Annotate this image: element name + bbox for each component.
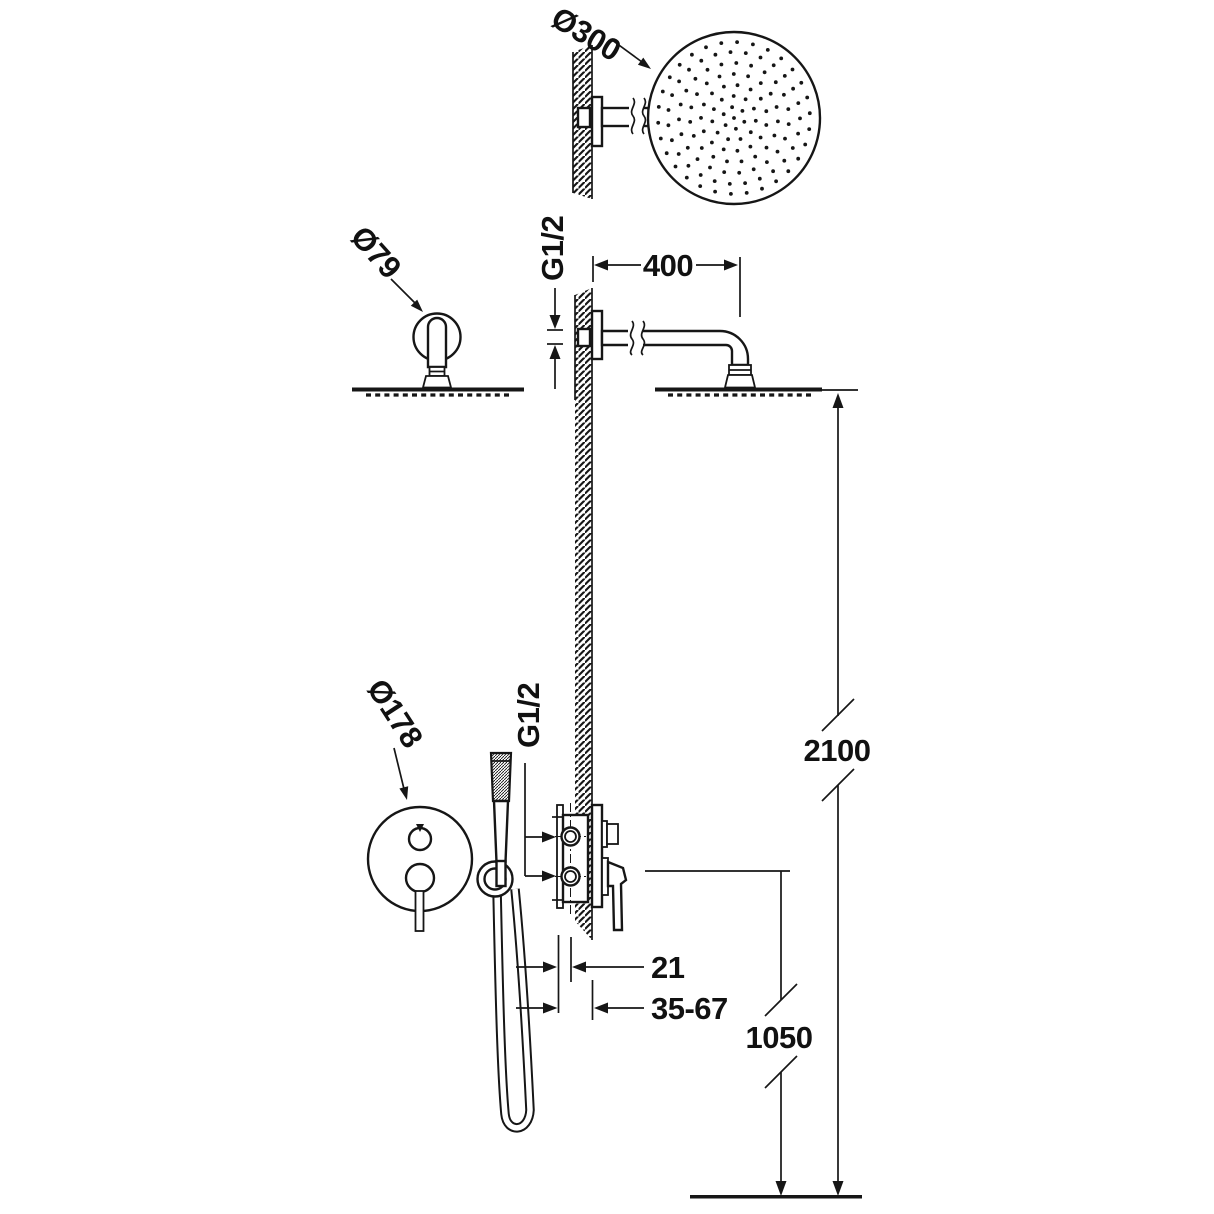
- dim-mixer-thread: G1/2: [511, 683, 556, 882]
- leader-arrow-icon: [399, 786, 409, 800]
- label-plate-depth: 21: [651, 950, 685, 985]
- break-slash-icon: [821, 698, 855, 732]
- mixer-lever-front: [414, 890, 425, 932]
- trim-plate-side: [590, 803, 604, 909]
- dim-depths: 21 35-67: [516, 935, 728, 1026]
- head-connector: [723, 374, 757, 389]
- label-head-height: 2100: [804, 733, 871, 768]
- break-wave-icon: [629, 320, 635, 356]
- dim-arrow-icon: [572, 961, 586, 973]
- spray-nozzle-dots: [656, 40, 812, 196]
- diverter-knob-side: [606, 823, 619, 845]
- dim-arrow-icon: [832, 393, 844, 408]
- dim-arrow-icon: [775, 1181, 787, 1196]
- floor-line: [690, 1195, 862, 1199]
- dim-arrow-icon: [543, 961, 557, 973]
- dim-arrow-icon: [724, 259, 738, 271]
- arm-front-view: Ø79: [344, 219, 524, 397]
- arm-side-view: [576, 309, 822, 397]
- dim-arrow-icon: [549, 315, 561, 329]
- label-arm-length: 400: [643, 248, 693, 283]
- dim-mixer-height: 1050: [645, 870, 862, 1199]
- pipe-break-gap: [629, 102, 644, 132]
- dim-arrow-icon: [543, 1002, 558, 1014]
- break-wave-icon: [640, 320, 646, 356]
- head-connector: [421, 375, 453, 389]
- label-rough-in-depth-range: 35-67: [651, 991, 728, 1026]
- dim-arrow-icon: [542, 870, 556, 882]
- mixer-valve-side-view: [552, 803, 628, 932]
- dim-arrow-icon: [832, 1181, 844, 1196]
- head-edge-line: [352, 387, 524, 392]
- leader-arrow-icon: [637, 57, 651, 69]
- dim-arrow-icon: [594, 259, 608, 271]
- label-mixer-thread: G1/2: [511, 683, 546, 748]
- wall-pipe-stub: [576, 327, 592, 348]
- dim-arrow-icon: [594, 1002, 608, 1014]
- wall-pipe-stub: [576, 106, 592, 129]
- leader-arrow-icon: [410, 299, 423, 312]
- mixer-lever-side: [606, 860, 628, 932]
- arm-flange-side: [590, 309, 604, 361]
- break-slash-icon: [764, 983, 798, 1017]
- pipe-break-gap: [628, 327, 643, 349]
- dim-arm-length: 400: [592, 248, 741, 317]
- hand-shower-end: [495, 859, 507, 888]
- hand-shower: [476, 751, 535, 1133]
- label-arm-thread: G1/2: [535, 216, 570, 281]
- label-mixer-trim-diameter: Ø178: [360, 673, 430, 754]
- break-wave-icon: [641, 97, 647, 135]
- lever-hub-front: [404, 862, 436, 894]
- label-mixer-height: 1050: [746, 1020, 813, 1055]
- dim-arrow-icon: [542, 831, 556, 843]
- hand-shower-neck: [492, 799, 510, 864]
- knob-index-mark: [416, 824, 424, 832]
- dim-arm-thread: G1/2: [535, 216, 570, 389]
- head-edge-line: [655, 387, 822, 392]
- dim-arrow-icon: [549, 345, 561, 359]
- shower-hose: [494, 888, 533, 1131]
- mixer-front-view: Ø178: [360, 673, 474, 932]
- label-arm-flange-diameter: Ø79: [344, 219, 408, 285]
- arm-flange-side: [590, 95, 604, 148]
- shower-arm-elbow: [600, 329, 750, 367]
- break-wave-icon: [630, 97, 636, 135]
- arm-front-pipe: [426, 316, 448, 369]
- dim-head-height: 2100: [804, 389, 871, 1196]
